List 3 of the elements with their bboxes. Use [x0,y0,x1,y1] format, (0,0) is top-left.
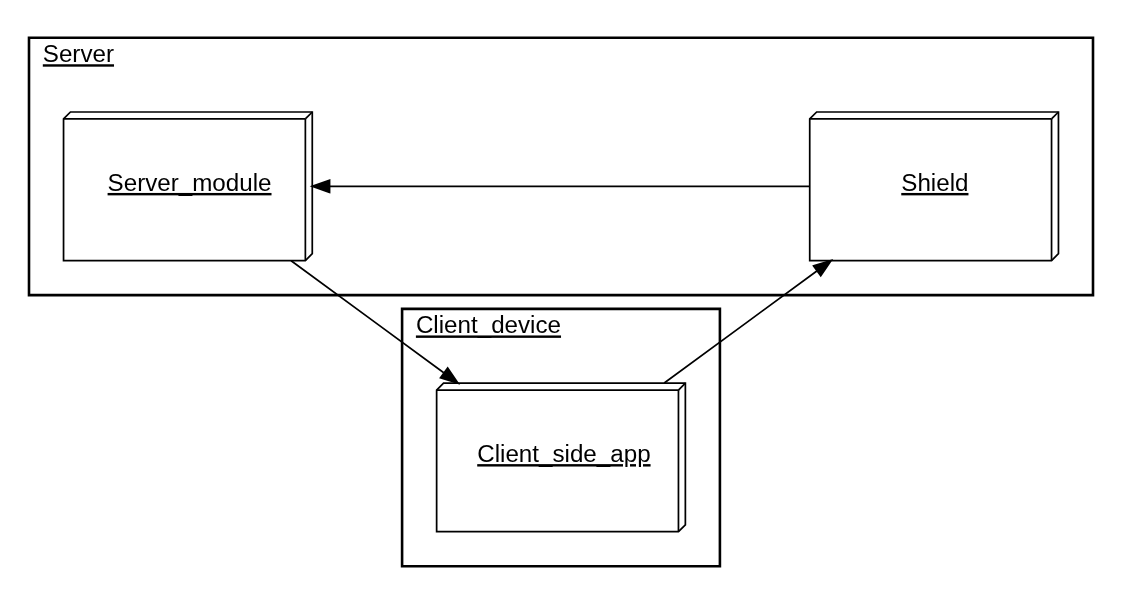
arrow [309,179,811,194]
arrow [290,259,461,385]
arrow [663,259,834,384]
